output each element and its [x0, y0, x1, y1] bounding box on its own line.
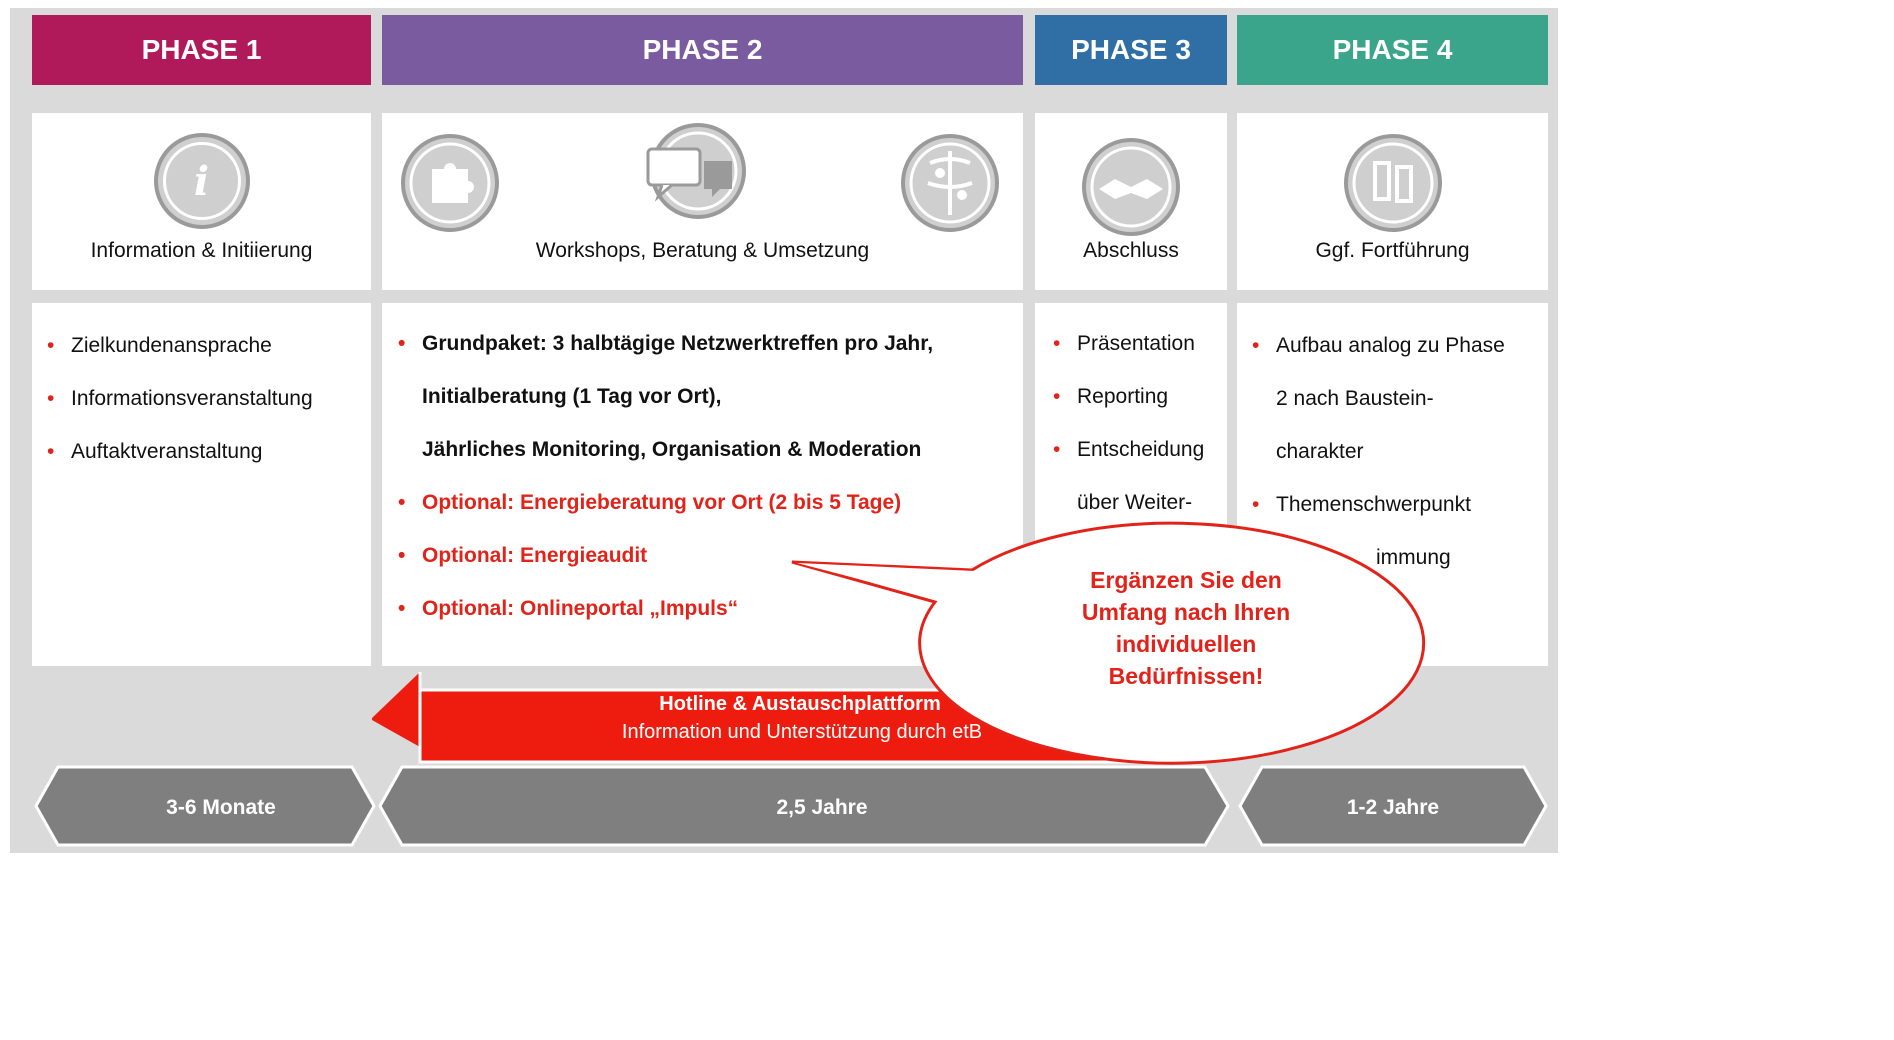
phase-2-label: PHASE 2 [642, 34, 763, 65]
callout-line-4: Bedürfnissen! [1109, 663, 1264, 689]
phase-1-label: PHASE 1 [141, 34, 262, 65]
chat-bubbles-icon [642, 121, 746, 230]
list-item-optional: Optional: Energieberatung vor Ort (2 bis… [398, 476, 933, 529]
phase-3-title: Abschluss [1083, 239, 1179, 262]
list-item: Aufbau analog zu Phase [1252, 319, 1505, 372]
list-item: Reporting [1053, 370, 1204, 423]
puzzle-sphere-icon [900, 133, 1000, 238]
phase-3-header: PHASE 3 [1035, 15, 1227, 85]
hotline-title: Hotline & Austauschplattform [659, 693, 941, 715]
list-item: Informationsveranstaltung [47, 372, 313, 425]
duration-label-2: 2,5 Jahre [776, 796, 867, 819]
phase-4-label: PHASE 4 [1332, 34, 1453, 65]
phase-2-icon-box: Workshops, Beratung & Umsetzung [382, 113, 1023, 290]
duration-chevron-1 [34, 765, 376, 847]
callout-line-2: Umfang nach Ihren [1082, 599, 1290, 625]
info-icon: i [153, 133, 250, 229]
list-item-optional: Optional: Onlineportal „Impuls“ [398, 582, 933, 635]
duration-label-1: 3-6 Monate [166, 796, 276, 819]
phase-2-content-box: Grundpaket: 3 halbtägige Netzwerktreffen… [382, 303, 1023, 666]
phase-4-title: Ggf. Fortführung [1315, 239, 1470, 262]
phase-3-label: PHASE 3 [1071, 34, 1191, 65]
list-item-continuation: über Weiter- [1077, 491, 1193, 514]
list-item-continuation: charakter [1276, 440, 1364, 463]
list-item-optional: Optional: Energieaudit [398, 529, 933, 582]
list-item: Präsentation [1053, 317, 1204, 370]
list-item: Auftaktveranstaltung [47, 425, 313, 478]
list-item-continuation: 2 nach Baustein- [1276, 387, 1434, 410]
hotline-subtitle: Information und Unterstützung durch etB [622, 721, 982, 743]
list-item-continuation: immung [1252, 531, 1505, 584]
overlay-graphics: Hotline & Austauschplattform Information… [34, 521, 1548, 847]
list-item-grundpaket: Grundpaket: 3 halbtägige Netzwerktreffen… [398, 317, 933, 370]
phase-1-icon-box: i Information & Initiierung [32, 113, 371, 290]
phase-1-title: Information & Initiierung [90, 239, 313, 262]
list-item: Themenschwerpunkt [1252, 478, 1505, 531]
phase-2-header: PHASE 2 [382, 15, 1023, 85]
duration-chevron-3 [1238, 765, 1548, 847]
list-item: Entscheidung [1053, 423, 1204, 476]
list-item: Zielkundenansprache [47, 319, 313, 372]
phase-3-icon-box: Abschluss [1035, 113, 1227, 290]
phase-4-header: PHASE 4 [1237, 15, 1548, 85]
list-item-fragment: immung [1376, 546, 1451, 569]
duration-chevron-2 [378, 765, 1230, 847]
puzzle-piece-icon [400, 133, 500, 238]
phase-1-content-box: Zielkundenansprache Informationsveransta… [32, 303, 371, 666]
phase-4-icon-box: Ggf. Fortführung [1237, 113, 1548, 290]
handshake-icon [1081, 137, 1181, 242]
phase-1-header: PHASE 1 [32, 15, 371, 85]
puzzle-continuation-icon [1343, 133, 1443, 238]
list-item-continuation: Initialberatung (1 Tag vor Ort), [422, 385, 722, 408]
callout-line-3: individuellen [1116, 631, 1257, 657]
phase-2-title: Workshops, Beratung & Umsetzung [535, 239, 870, 262]
list-item-continuation: Jährliches Monitoring, Organisation & Mo… [422, 438, 922, 461]
callout-line-1: Ergänzen Sie den [1090, 567, 1282, 593]
phase-diagram: PHASE 1 PHASE 2 PHASE 3 PHASE 4 i Inform… [0, 0, 1568, 861]
duration-label-3: 1-2 Jahre [1347, 796, 1439, 819]
